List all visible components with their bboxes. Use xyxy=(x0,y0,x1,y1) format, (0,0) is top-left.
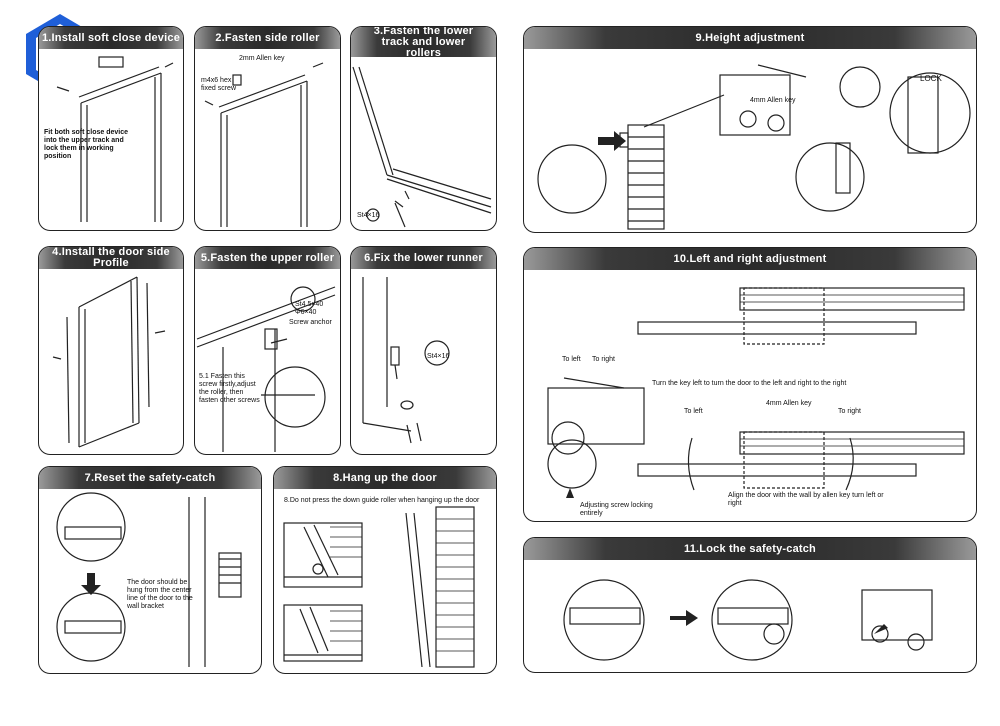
step-2-title: 2.Fasten side roller xyxy=(195,27,340,49)
step-4-drawing xyxy=(52,276,166,448)
step-2-screw-label: m4x6 hex fixed screw xyxy=(201,77,237,92)
step-10-panel: 10.Left and right adjustment To left To … xyxy=(523,247,977,522)
step-9-drawing xyxy=(537,64,971,230)
step-5-screw-b: Φ6×40 xyxy=(295,309,317,316)
step-10-to-right-1: To right xyxy=(592,356,615,363)
step-5-note: 5.1 Fasten this screw firstly,adjust the… xyxy=(199,373,260,404)
step-3-drawing xyxy=(352,66,492,228)
step-5-drawing xyxy=(196,286,336,452)
step-5-panel: 5.Fasten the upper roller St4.5×40 Φ6×40… xyxy=(194,246,341,455)
step-7-note: The door should be hung from the center … xyxy=(127,579,193,610)
step-7-drawing xyxy=(56,492,242,667)
step-2-drawing xyxy=(204,62,324,227)
step-8-title: 8.Hang up the door xyxy=(274,467,496,489)
step-8-panel: 8.Hang up the door 8.Do not press the do… xyxy=(273,466,497,674)
step-6-drawing xyxy=(362,277,450,444)
step-5-anchor-label: Screw anchor xyxy=(289,319,332,326)
step-1-drawing xyxy=(56,56,174,222)
step-6-screw-label: St4×16 xyxy=(427,353,450,360)
step-6-title: 6.Fix the lower runner xyxy=(351,247,496,269)
step-8-note: 8.Do not press the down guide roller whe… xyxy=(284,497,480,504)
step-5-title: 5.Fasten the upper roller xyxy=(195,247,340,269)
step-11-drawing xyxy=(563,579,933,661)
step-5-screw-a: St4.5×40 xyxy=(295,301,324,308)
step-9-key-label: 4mm Allen key xyxy=(750,97,796,104)
step-8-drawing xyxy=(283,506,475,668)
step-4-title: 4.Install the door side Profile xyxy=(39,247,183,269)
step-9-panel: 9.Height adjustment 4mm Allen key LOCK xyxy=(523,26,977,233)
step-9-lock-label: LOCK xyxy=(920,74,942,83)
step-1-note: Fit both soft close device into the uppe… xyxy=(44,129,129,160)
step-7-title: 7.Reset the safety-catch xyxy=(39,467,261,489)
step-10-turn-note: Turn the key left to turn the door to th… xyxy=(652,380,847,387)
step-4-panel: 4.Install the door side Profile xyxy=(38,246,184,455)
step-1-title: 1.Install soft close device xyxy=(39,27,183,49)
step-10-to-left-1: To left xyxy=(562,356,581,363)
step-3-title: 3.Fasten the lower track and lower rolle… xyxy=(351,27,496,58)
step-9-title: 9.Height adjustment xyxy=(524,27,976,49)
step-10-drawing xyxy=(547,287,965,498)
step-2-key-label: 2mm Allen key xyxy=(239,55,285,62)
step-10-align-note: Align the door with the wall by allen ke… xyxy=(728,492,884,507)
step-11-title: 11.Lock the safety-catch xyxy=(524,538,976,560)
step-3-screw-label: St4×16 xyxy=(357,212,380,219)
step-10-to-right-2: To right xyxy=(838,408,861,415)
step-7-panel: 7.Reset the safety-catch The door should… xyxy=(38,466,262,674)
step-10-title: 10.Left and right adjustment xyxy=(524,248,976,270)
step-10-to-left-2: To left xyxy=(684,408,703,415)
step-6-panel: 6.Fix the lower runner St4×16 xyxy=(350,246,497,455)
step-10-warning: Adjusting screw locking entirely xyxy=(580,502,653,517)
step-2-panel: 2.Fasten side roller 2mm Allen key m4x6 … xyxy=(194,26,341,231)
step-11-panel: 11.Lock the safety-catch xyxy=(523,537,977,673)
step-10-key-label: 4mm Allen key xyxy=(766,400,812,407)
step-3-panel: 3.Fasten the lower track and lower rolle… xyxy=(350,26,497,231)
step-1-panel: 1.Install soft close device Fit both sof… xyxy=(38,26,184,231)
